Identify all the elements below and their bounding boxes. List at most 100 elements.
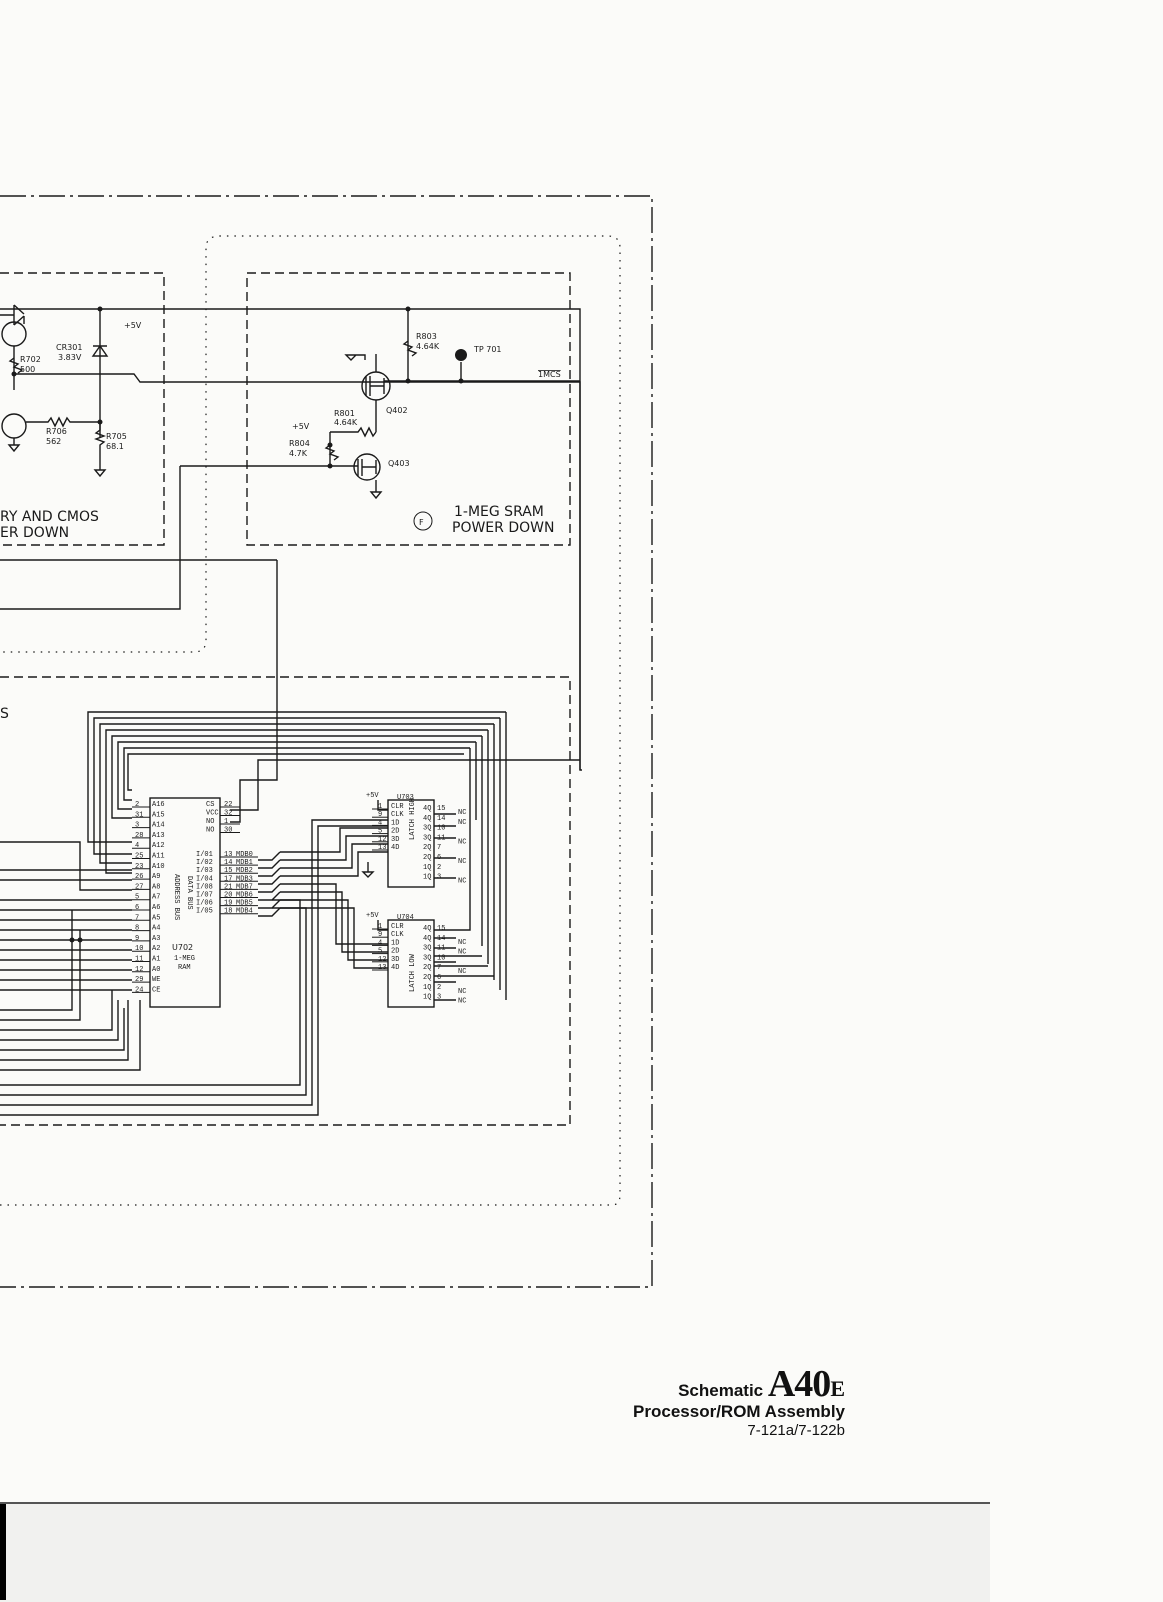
u703-pin-name: 3Q <box>423 834 431 842</box>
r804-value: 4.7K <box>289 449 308 458</box>
q402-ref: Q402 <box>386 406 408 415</box>
title-prefix: Schematic <box>678 1381 764 1400</box>
u703-pin-name: CLK <box>391 811 404 819</box>
u704-pin-number: 4 <box>378 939 382 947</box>
r801-ref: R801 <box>334 409 355 418</box>
left-caption-1: RY AND CMOS <box>0 509 99 525</box>
u702-pin-number: 1 <box>224 818 228 826</box>
u703-pin-name: 4Q <box>423 815 431 823</box>
u704-pin-number: 1 <box>378 923 382 931</box>
lower-block-cut-label: S <box>0 706 9 722</box>
u703-ref: U703 <box>397 794 414 802</box>
u703-pin-name: 2Q <box>423 854 431 862</box>
u702-pin-name: CE <box>152 986 160 994</box>
data-net-label: MDB0 <box>236 851 253 859</box>
u704-pin-number: 9 <box>378 931 382 939</box>
u702-pin-number: 15 <box>224 867 232 875</box>
u702-desc2: RAM <box>178 964 191 972</box>
left-block-border <box>0 272 165 546</box>
u702-pin-number: 27 <box>135 883 143 891</box>
u702-pin-name: A11 <box>152 853 165 861</box>
u704-pin-number: 3 <box>437 994 441 1002</box>
part-numbers: 7-121a/7-122b <box>747 1422 845 1439</box>
u703-pin-number: 5 <box>378 828 382 836</box>
u703-nc-label: NC <box>458 858 466 866</box>
u704-pin-number: 13 <box>378 964 386 972</box>
u702-pin-name: WE <box>152 976 160 984</box>
u703-supply: +5V <box>366 792 379 800</box>
u702-pin-number: 20 <box>224 892 232 900</box>
u702-pin-number: 29 <box>135 976 143 984</box>
u702-pin-number: 32 <box>224 810 232 818</box>
q403-ref: Q403 <box>388 459 410 468</box>
u702-pin-name: I/01 <box>196 851 213 859</box>
u702-pin-number: 7 <box>135 914 139 922</box>
u702-pin-name: A15 <box>152 811 165 819</box>
u704-pin-number: 12 <box>378 956 386 964</box>
r801-value: 4.64K <box>334 418 358 427</box>
u702-pin-number: 17 <box>224 875 232 883</box>
u702-pin-number: 10 <box>135 945 143 953</box>
u702-pin-name: I/06 <box>196 900 213 908</box>
u702-pin-name: I/08 <box>196 883 213 891</box>
u704-pin-name: 2Q <box>423 964 431 972</box>
u702-pin-name: A9 <box>152 873 160 881</box>
u703-pin-number: 11 <box>437 834 445 842</box>
u702-pin-name: I/03 <box>196 867 213 875</box>
u702-pin-number: 2 <box>135 801 139 809</box>
u702-pin-name: I/04 <box>196 875 213 883</box>
outer-border <box>0 195 653 1288</box>
u702-body <box>149 797 221 1008</box>
u704-nc-label: NC <box>458 939 466 947</box>
r705-value: 68.1 <box>106 442 124 451</box>
data-net-label: MDB6 <box>236 892 253 900</box>
u702-pin-number: 4 <box>135 842 139 850</box>
r803-ref: R803 <box>416 332 437 341</box>
u704-pin-name: 1Q <box>423 984 431 992</box>
dotted-border <box>0 235 621 1206</box>
u704-pin-name: 3Q <box>423 954 431 962</box>
u702-pin-number: 14 <box>224 859 232 867</box>
r706-ref: R706 <box>46 427 67 436</box>
u703-pin-name: 1D <box>391 819 399 827</box>
r804-ref: R804 <box>289 439 310 448</box>
u702-pin-number: 23 <box>135 863 143 871</box>
data-net-label: MDB4 <box>236 908 253 916</box>
supply-label-sram: +5V <box>292 422 310 431</box>
u702-pin-number: 18 <box>224 908 232 916</box>
r705-ref: R705 <box>106 432 127 441</box>
section-letter: F <box>419 518 424 527</box>
u704-nc-label: NC <box>458 988 466 996</box>
u703-pin-name: 1Q <box>423 864 431 872</box>
tp701-label: TP 701 <box>473 345 502 354</box>
u704-pin-name: 3D <box>391 956 399 964</box>
u703-pin-name: 4D <box>391 844 399 852</box>
u704-latch-label: LATCH LOW <box>409 953 417 992</box>
u702-pin-number: 30 <box>224 827 232 835</box>
u703-nc-label: NC <box>458 819 466 827</box>
u702-ref: U702 <box>172 943 193 952</box>
u702-pin-number: 28 <box>135 832 143 840</box>
u704-pin-number: 10 <box>437 954 445 962</box>
u702-pin-name: I/07 <box>196 892 213 900</box>
u702-pin-name: A6 <box>152 904 160 912</box>
u704-pin-number: 7 <box>437 964 441 972</box>
u703-pin-name: 4Q <box>423 805 431 813</box>
sram-caption-2: POWER DOWN <box>452 520 554 536</box>
u704-pin-number: 11 <box>437 945 445 953</box>
u703-pin-name: CLR <box>391 803 404 811</box>
data-net-label: MDB2 <box>236 867 253 875</box>
r803-value: 4.64K <box>416 342 440 351</box>
u704-pin-number: 14 <box>437 935 445 943</box>
u703-pin-name: 3D <box>391 836 399 844</box>
u702-pin-name: I/02 <box>196 859 213 867</box>
u702-pin-number: 19 <box>224 900 232 908</box>
data-net-label: MDB1 <box>236 859 253 867</box>
u702-pin-name: A8 <box>152 883 160 891</box>
sram-block-border <box>246 272 571 546</box>
u704-pin-name: 2Q <box>423 974 431 982</box>
u702-pin-number: 22 <box>224 801 232 809</box>
